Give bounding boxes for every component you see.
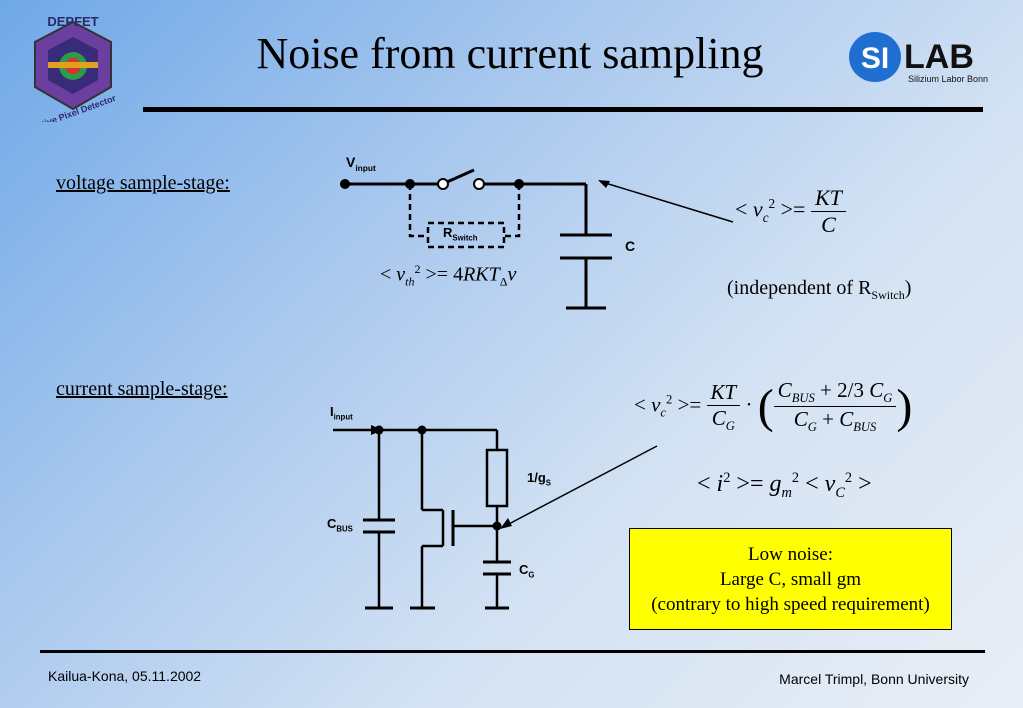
silab-logo: SI LAB Silizium Labor Bonn — [848, 30, 998, 86]
note-line-3: (contrary to high speed requirement) — [651, 594, 930, 615]
svg-text:DEPFET: DEPFET — [47, 14, 98, 29]
svg-text:SI: SI — [861, 42, 889, 75]
svg-text:LAB: LAB — [904, 38, 974, 76]
low-noise-note-box: Low noise: Large C, small gm (contrary t… — [629, 528, 952, 630]
page-title: Noise from current sampling — [256, 29, 764, 78]
voltage-arrow — [598, 180, 734, 223]
voltage-stage-label: voltage sample-stage: — [56, 172, 230, 194]
depfet-logo: DEPFET Active Pixel Detector — [18, 12, 128, 133]
svg-text:Silizium Labor Bonn: Silizium Labor Bonn — [908, 74, 988, 84]
footer-divider — [40, 650, 985, 653]
footer-right: Marcel Trimpl, Bonn University — [779, 671, 969, 687]
header-divider — [143, 107, 983, 112]
voltage-stage-circuit — [330, 150, 630, 320]
current-noise-equation: < i2 >= gm2 < vC2 > — [697, 470, 872, 501]
current-stage-label: current sample-stage: — [56, 378, 228, 400]
v-input-label: Vinput — [346, 154, 376, 173]
current-arrow — [500, 445, 658, 529]
note-line-1: Low noise: — [748, 544, 833, 565]
r-switch-label: RSwitch — [443, 225, 478, 243]
c-g-label: CG — [519, 562, 535, 580]
note-line-2: Large C, small gm — [719, 569, 862, 590]
current-stage-circuit — [325, 400, 565, 620]
capacitor-label: C — [625, 238, 636, 254]
independence-note: (independent of RSwitch) — [727, 277, 912, 302]
c-bus-label: CBUS — [327, 516, 353, 534]
thermal-noise-equation: < vth2 >= 4RKTΔν — [380, 262, 517, 289]
i-input-label: Iinput — [330, 404, 353, 422]
footer-left: Kailua-Kona, 05.11.2002 — [48, 668, 202, 684]
gs-label: 1/gS — [527, 470, 551, 488]
